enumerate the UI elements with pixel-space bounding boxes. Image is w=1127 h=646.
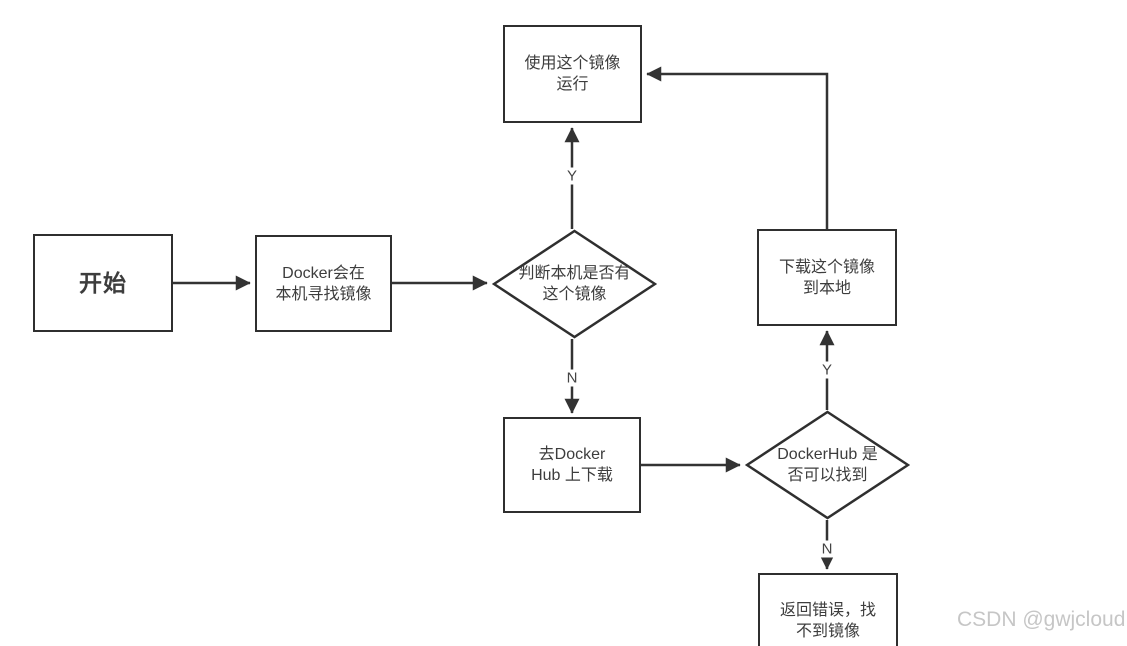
node-download-image-label: 下载这个镜像 到本地 [778,258,875,297]
node-download-image: 下载这个镜像 到本地 [757,229,897,326]
node-check-hub-label: DockerHub 是 否可以找到 [777,446,878,484]
edge-label-no-hub: N [818,540,836,558]
edge-label-yes-hub: Y [818,361,836,379]
diamond-shape [492,229,657,339]
node-search-local: Docker会在 本机寻找镜像 [255,235,392,332]
node-start-label: 开始 [79,269,127,296]
edge-download-to-use [646,66,829,229]
node-go-docker-hub-label: 去Docker Hub 上下载 [531,446,613,484]
node-check-hub-decision: DockerHub 是 否可以找到 [745,410,910,520]
edge-label-no-local: N [563,369,581,387]
watermark-text: CSDN @gwjcloud [957,608,1126,631]
node-return-error: 返回错误，找 不到镜像 [758,573,898,646]
node-use-image-label: 使用这个镜像 运行 [524,55,621,93]
node-use-image: 使用这个镜像 运行 [503,25,642,123]
diamond-shape [745,410,910,520]
edge-label-yes-local: Y [563,167,581,185]
node-check-local-label: 判断本机是否有 这个镜像 [518,265,631,303]
node-go-docker-hub: 去Docker Hub 上下载 [503,417,641,513]
node-start: 开始 [33,234,173,332]
node-check-local-decision: 判断本机是否有 这个镜像 [492,229,657,339]
node-search-local-label: Docker会在 本机寻找镜像 [275,264,372,303]
node-return-error-label: 返回错误，找 不到镜像 [779,601,876,640]
